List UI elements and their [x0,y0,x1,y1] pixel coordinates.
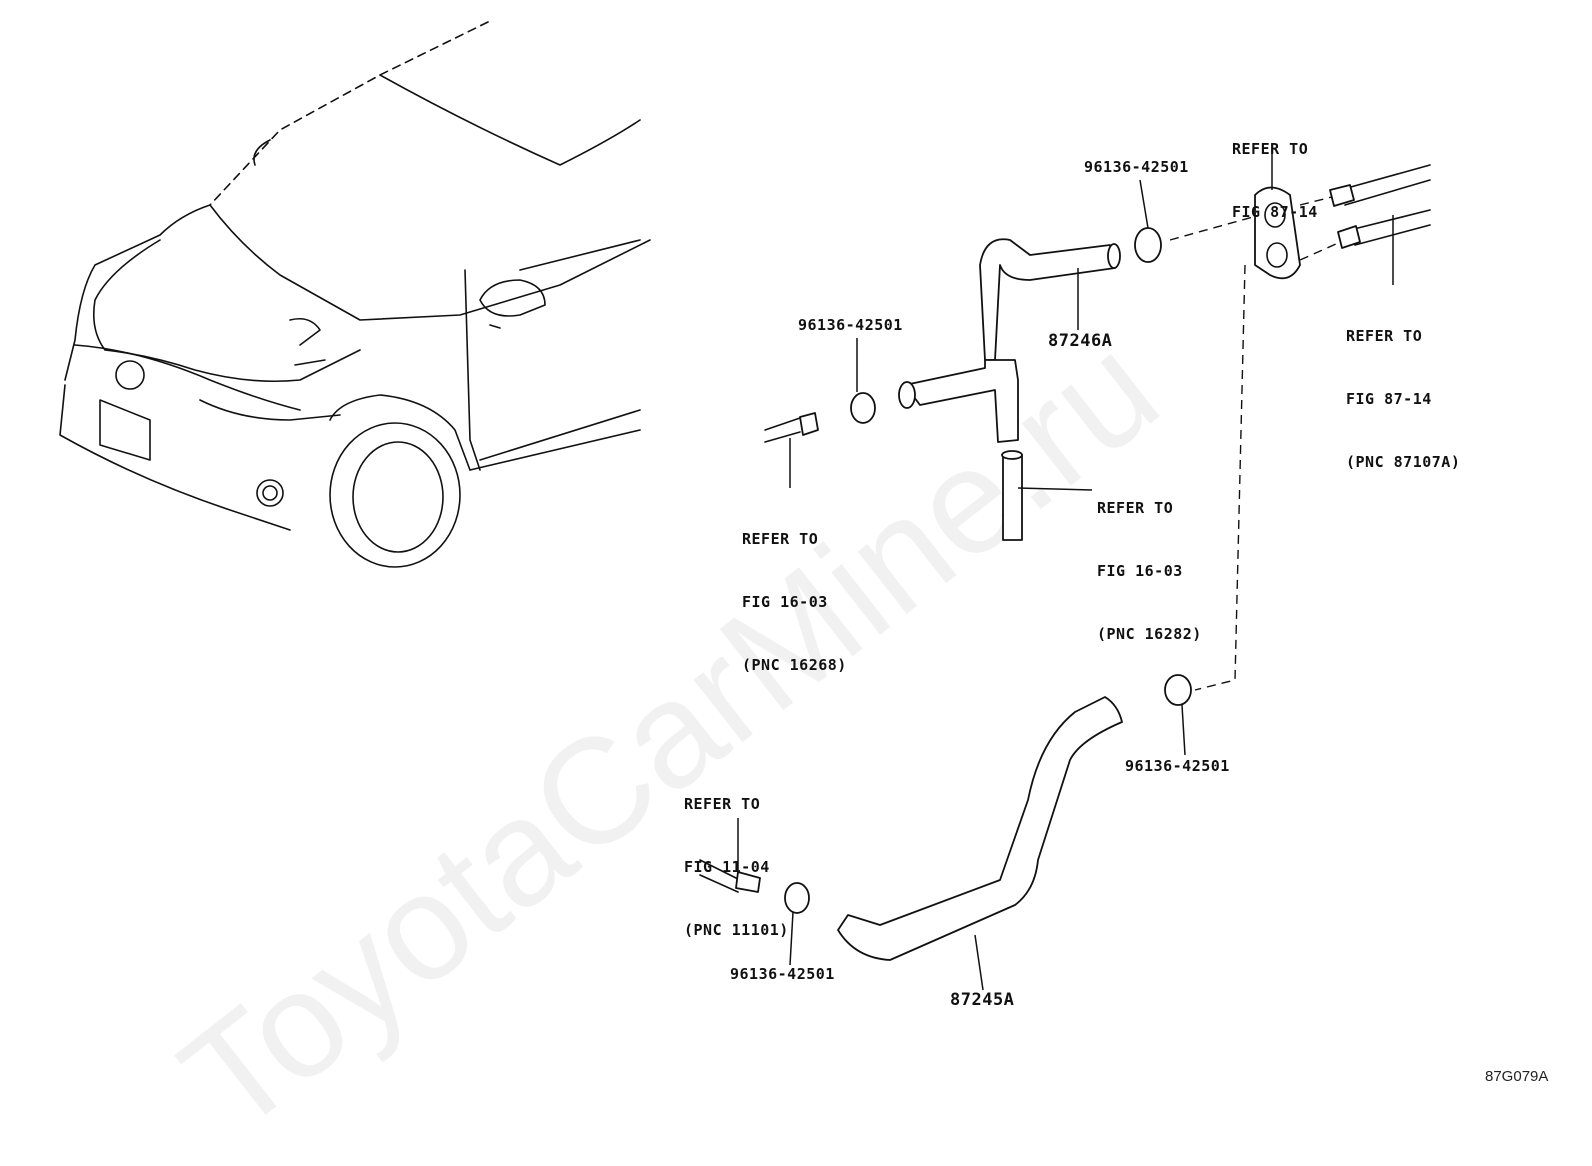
diagram-drawing [59,21,1431,991]
refer-label-top: REFER TO FIG 87-14 [1232,97,1318,265]
clamps [784,227,1192,914]
pipe-stubs [699,164,1431,893]
refer-top-line-2: FIG 87-14 [1232,203,1318,221]
hose-87246a [898,238,1121,443]
refer-left-line-2: FIG 16-03 [742,593,828,611]
clamp-label-left: 96136-42501 [798,316,903,334]
part-number-87246a: 87246A [1048,331,1113,351]
part-number-87245a: 87245A [950,990,1015,1010]
refer-label-bottom: REFER TO FIG 11-04 (PNC 11101) [684,752,789,983]
refer-top-line-1: REFER TO [1232,140,1309,158]
refer-mid-line-1: REFER TO [1097,499,1174,517]
clamp-label-right-low: 96136-42501 [1125,757,1230,775]
refer-left-line-1: REFER TO [742,530,819,548]
refer-right-line-1: REFER TO [1346,327,1423,345]
clamp-label-top: 96136-42501 [1084,158,1189,176]
refer-label-right: REFER TO FIG 87-14 (PNC 87107A) [1346,284,1460,515]
refer-mid-line-2: FIG 16-03 [1097,562,1183,580]
refer-bottom-line-1: REFER TO [684,795,761,813]
refer-left-line-3: (PNC 16268) [742,656,847,674]
diagram-id: 87G079A [1485,1068,1549,1085]
refer-right-line-2: FIG 87-14 [1346,390,1432,408]
leader-lines [737,143,1394,991]
refer-bottom-line-2: FIG 11-04 [684,858,770,876]
vehicle-outline [59,21,651,568]
refer-label-mid: REFER TO FIG 16-03 (PNC 16282) [1097,456,1202,687]
hose-87245a [837,696,1123,961]
refer-label-left: REFER TO FIG 16-03 (PNC 16268) [742,487,847,718]
refer-right-line-3: (PNC 87107A) [1346,453,1461,471]
parts-diagram: ToyotaCarMine.ru [59,21,1549,1164]
grommet [1254,186,1301,280]
refer-mid-line-3: (PNC 16282) [1097,625,1202,643]
clamp-label-bottom: 96136-42501 [730,965,835,983]
refer-bottom-line-3: (PNC 11101) [684,921,789,939]
